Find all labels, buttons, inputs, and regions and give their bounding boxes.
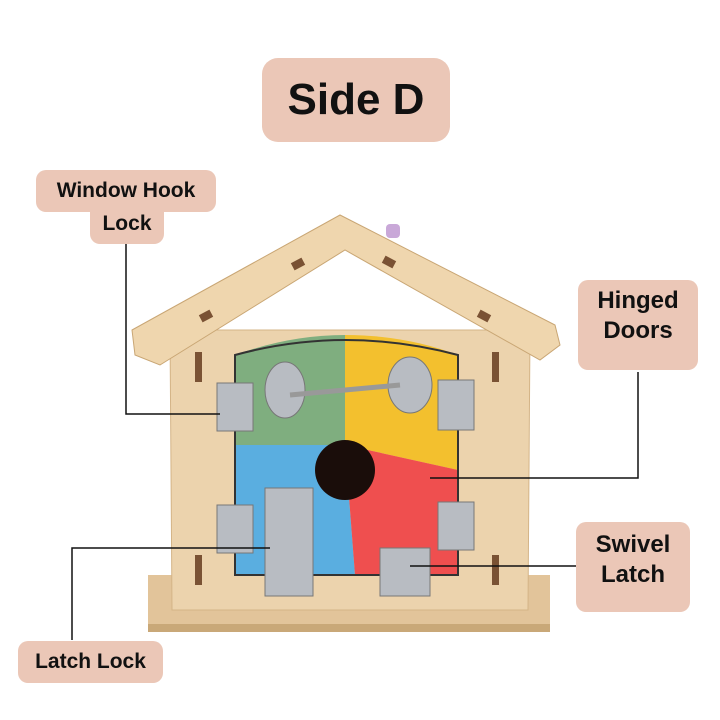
page-title: Side D: [262, 58, 450, 142]
swivel-latch-line1: Swivel: [595, 531, 671, 558]
colored-doors: [234, 335, 459, 576]
hardware: [216, 356, 475, 597]
latch-lock-label: Latch Lock: [18, 641, 163, 683]
window-hook-lock-label-line2: Lock: [90, 206, 164, 244]
swivel-latch-line2: Latch: [600, 561, 665, 588]
roof: [131, 214, 561, 366]
callout-lines: [71, 244, 639, 640]
window-hook-lock-label: Window Hook: [36, 170, 216, 212]
hinged-doors-line1: Hinged: [597, 287, 679, 314]
hinged-doors-line2: Doors: [603, 317, 673, 344]
